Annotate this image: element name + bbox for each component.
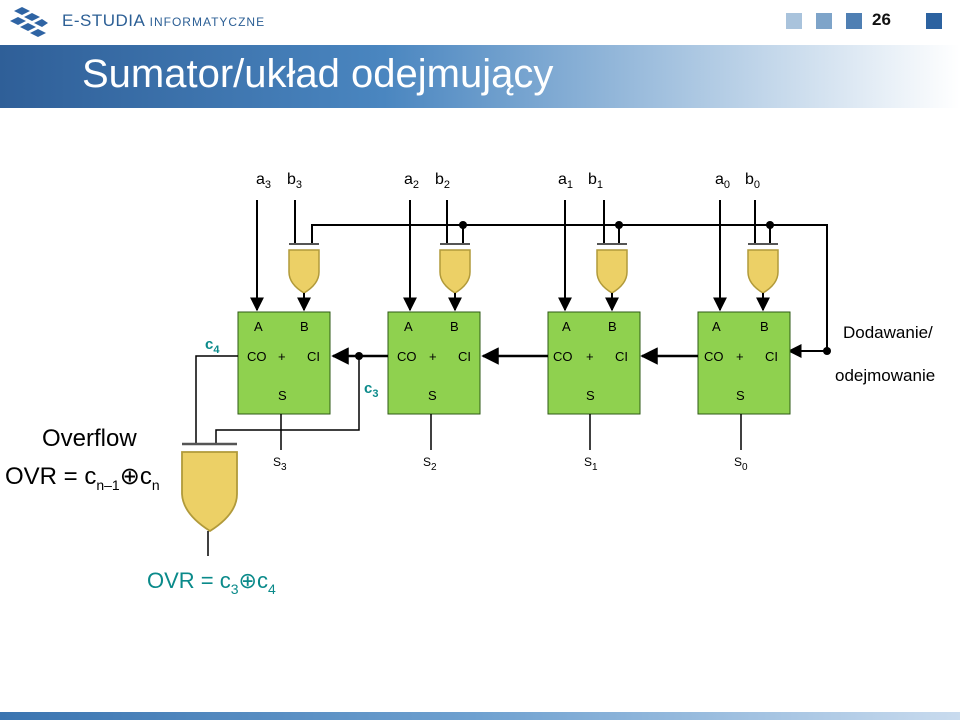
adder-2-b: B: [450, 319, 459, 334]
adder-1-co: CO: [553, 349, 573, 364]
input-b3-label: b3: [287, 171, 302, 191]
adder-2-s: S: [428, 388, 437, 403]
stage-1: a1 b1 S1 A B CO + CI S: [547, 171, 641, 473]
c3-tap-wire: [215, 356, 360, 444]
sum-s1-label: S1: [584, 455, 598, 473]
adder-3-a: A: [254, 319, 263, 334]
overflow-xor-gate: [181, 442, 238, 533]
sum-s2-label: S2: [423, 455, 437, 473]
adder-0-plus: +: [736, 349, 744, 364]
xor-gate-1: [596, 243, 628, 294]
full-adder-0: [697, 311, 791, 415]
adder-2-co: CO: [397, 349, 417, 364]
adder-2-ci: CI: [458, 349, 471, 364]
stage-0: a0 b0 S0 A B CO + CI S: [697, 171, 791, 473]
adder-3-s: S: [278, 388, 287, 403]
nav-square-2: [816, 13, 832, 29]
nav-square-1: [786, 13, 802, 29]
full-adder-1: [547, 311, 641, 415]
footer-bar: [0, 712, 960, 720]
page-number: 26: [872, 10, 891, 29]
control-label-line2: odejmowanie: [835, 366, 935, 385]
input-a2-label: a2: [404, 171, 419, 191]
adder-1-s: S: [586, 388, 595, 403]
input-b2-label: b2: [435, 171, 450, 191]
junction-dots: [459, 221, 831, 355]
brand-name: E-STUDIA INFORMATYCZNE: [62, 11, 265, 31]
adder-0-a: A: [712, 319, 721, 334]
overflow-label: Overflow: [42, 425, 137, 452]
slide-title: Sumator/układ odejmujący: [82, 52, 554, 96]
xor-gate-0: [747, 243, 779, 294]
ovr-specific-formula: OVR = c3⊕c4: [147, 568, 276, 597]
control-label-line1: Dodawanie/: [843, 323, 933, 342]
full-adder-3: [237, 311, 331, 415]
c3-junction-dot: [355, 352, 363, 360]
adder-1-plus: +: [586, 349, 594, 364]
adder-2-a: A: [404, 319, 413, 334]
c4-wire: [195, 355, 238, 444]
ovr-general-formula: OVR = cn–1⊕cn: [5, 463, 160, 493]
adder-1-ci: CI: [615, 349, 628, 364]
adder-3-ci: CI: [307, 349, 320, 364]
stage-3: a3 b3 S3 A B CO + CI S: [237, 171, 331, 473]
title-bar: [0, 45, 960, 108]
full-adder-2: [387, 311, 481, 415]
e-studia-logo-icon: [10, 7, 48, 37]
adder-0-b: B: [760, 319, 769, 334]
adder-0-s: S: [736, 388, 745, 403]
header-bar: E-STUDIA INFORMATYCZNE 26: [0, 0, 960, 45]
xor-gate-3: [288, 243, 320, 294]
adder-1-b: B: [608, 319, 617, 334]
brand-main: E-STUDIA: [62, 11, 145, 30]
adder-3-plus: +: [278, 349, 286, 364]
sum-s0-label: S0: [734, 455, 748, 473]
sum-s3-label: S3: [273, 455, 287, 473]
nav-square-3: [846, 13, 862, 29]
adder-3-b: B: [300, 319, 309, 334]
nav-square-4: [926, 13, 942, 29]
adder-0-ci: CI: [765, 349, 778, 364]
input-a1-label: a1: [558, 171, 573, 191]
adder-2-plus: +: [429, 349, 437, 364]
input-b0-label: b0: [745, 171, 760, 191]
stage-2: a2 b2 S2 A B CO + CI S: [387, 171, 481, 473]
adder-3-co: CO: [247, 349, 267, 364]
input-a0-label: a0: [715, 171, 730, 191]
xor-gate-2: [439, 243, 471, 294]
input-a3-label: a3: [256, 171, 271, 191]
carry-c3-label: c3: [364, 380, 378, 400]
adder-1-a: A: [562, 319, 571, 334]
carry-c4-label: c4: [205, 336, 220, 356]
input-b1-label: b1: [588, 171, 603, 191]
adder-0-co: CO: [704, 349, 724, 364]
brand-sub: INFORMATYCZNE: [149, 15, 266, 29]
